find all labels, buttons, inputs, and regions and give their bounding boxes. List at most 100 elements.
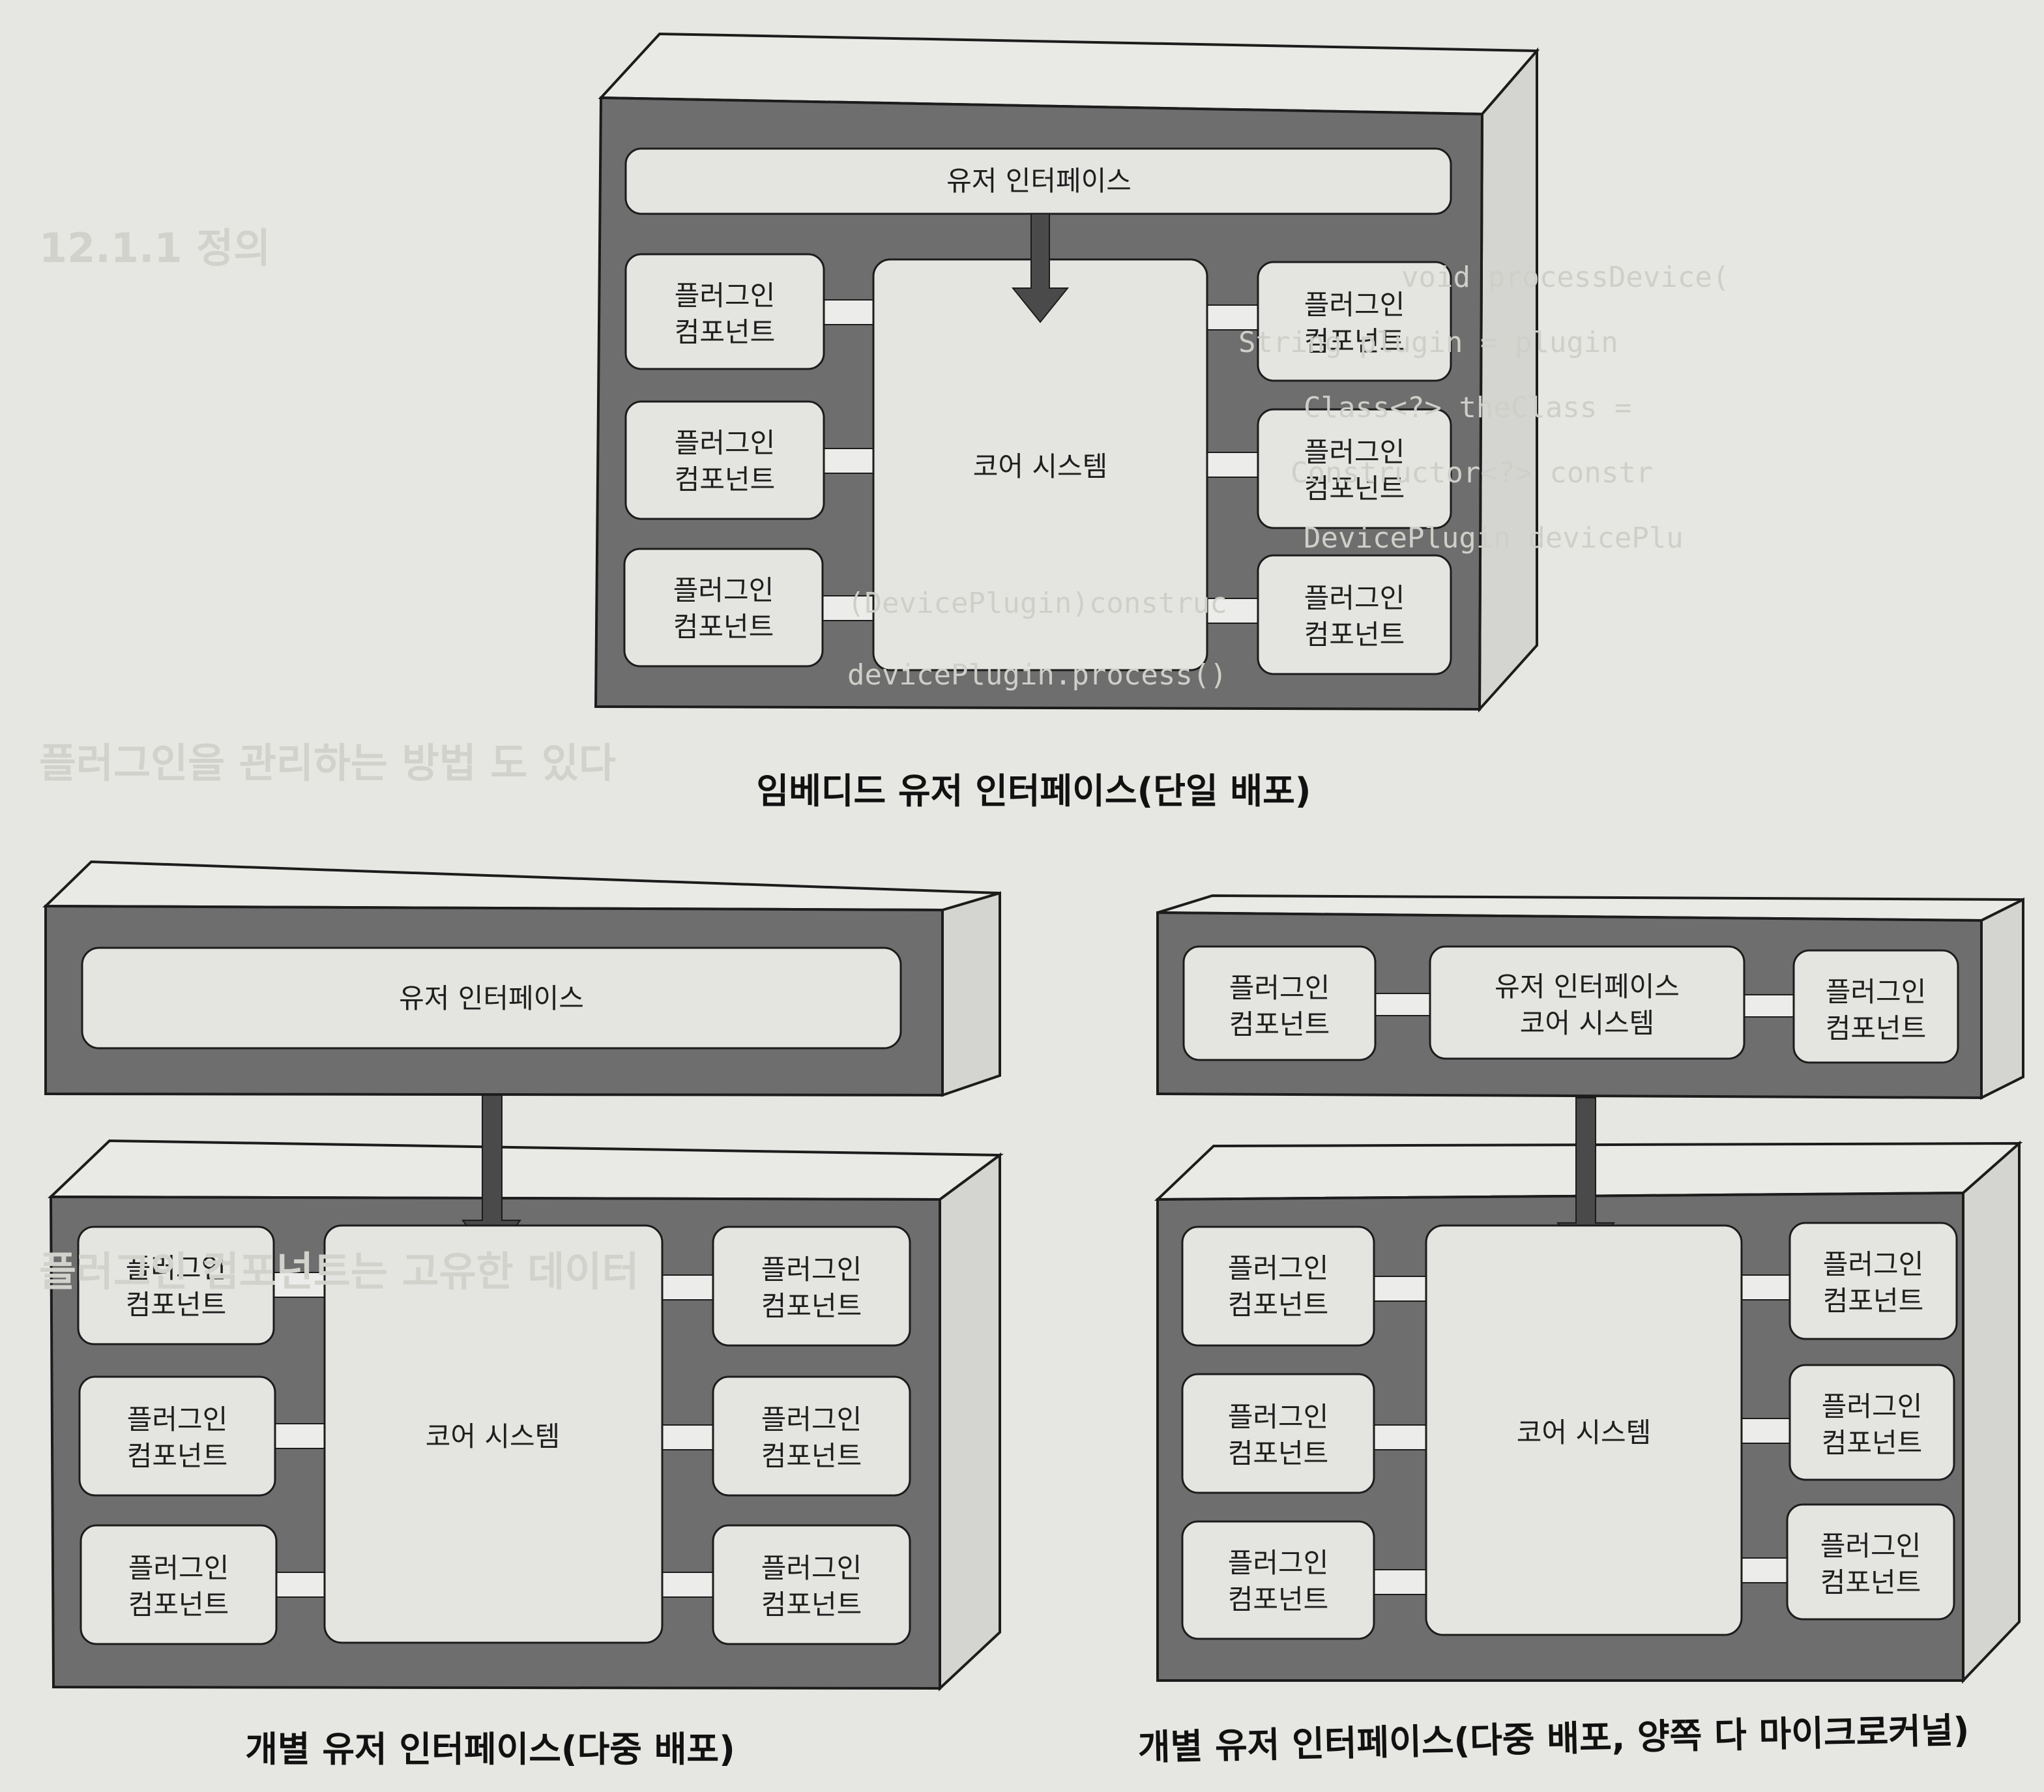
separate-caption: 개별 유저 인터페이스(다중 배포) (245, 1729, 735, 1770)
ui-core-system-box: 유저 인터페이스 코어 시스템 (1429, 945, 1745, 1060)
core-system-label: 코어 시스템 (426, 1420, 561, 1452)
plugin-component: 플러그인 컴포넌트 (80, 1524, 278, 1645)
microkernel-caption: 개별 유저 인터페이스(다중 배포, 양쪽 다 마이크로커널) (1137, 1710, 1970, 1769)
svg-text:플러그인: 플러그인 (1304, 436, 1405, 468)
svg-text:유저 인터페이스: 유저 인터페이스 (1495, 971, 1680, 1003)
connector (660, 1572, 715, 1598)
plugin-component: 플러그인 컴포넌트 (1257, 554, 1452, 675)
svg-text:플러그인: 플러그인 (1228, 1401, 1329, 1433)
svg-text:컴포넌트: 컴포넌트 (1228, 1437, 1329, 1469)
svg-text:컴포넌트: 컴포넌트 (126, 1289, 227, 1321)
connector (272, 1423, 327, 1449)
svg-text:플러그인: 플러그인 (1304, 582, 1405, 614)
svg-text:컴포넌트: 컴포넌트 (673, 611, 774, 643)
plugin-component: 플러그인 컴포넌트 (624, 253, 825, 370)
plugin-component: 플러그인 컴포넌트 (1786, 1503, 1955, 1621)
connector (822, 299, 875, 325)
svg-text:컴포넌트: 컴포넌트 (1304, 325, 1405, 357)
connector (1740, 1274, 1792, 1300)
plugin-component: 플러그인 컴포넌트 (623, 548, 824, 668)
plugin-component: 플러그인 컴포넌트 (1182, 945, 1377, 1061)
connector (1373, 993, 1432, 1016)
plugin-component: 플러그인 컴포넌트 (624, 400, 825, 520)
embedded-caption: 임베디드 유저 인터페이스(단일 배포) (757, 771, 1311, 812)
connector (660, 1424, 715, 1450)
plugin-component: 플러그인 컴포넌트 (77, 1226, 275, 1345)
core-system-box (1425, 1224, 1743, 1636)
svg-text:컴포넌트: 컴포넌트 (1826, 1012, 1927, 1044)
svg-text:플러그인: 플러그인 (127, 1403, 228, 1435)
svg-text:컴포넌트: 컴포넌트 (761, 1589, 862, 1621)
embedded-box-side (1478, 47, 1538, 713)
plugin-component: 플러그인 컴포넌트 (1788, 1364, 1955, 1481)
core-box-side (939, 1153, 1001, 1692)
core-system-label: 코어 시스템 (1517, 1417, 1652, 1448)
ui-to-core-arrow (1011, 213, 1070, 323)
svg-text:컴포넌트: 컴포넌트 (761, 1440, 862, 1472)
core-system-box (323, 1224, 664, 1644)
connector (1740, 1418, 1792, 1444)
svg-text:컴포넌트: 컴포넌트 (1823, 1285, 1924, 1317)
connector (1372, 1424, 1431, 1450)
svg-text:플러그인: 플러그인 (128, 1552, 229, 1584)
embedded-ui-diagram: 유저 인터페이스 코어 시스템 플러그인 컴포넌트 플러그인 컴포넌트 (594, 32, 1540, 812)
user-interface-label: 유저 인터페이스 (946, 165, 1132, 197)
ui-box-side (1980, 897, 2024, 1100)
connector (1372, 1276, 1431, 1302)
svg-text:컴포넌트: 컴포넌트 (1229, 1008, 1330, 1040)
svg-text:플러그인: 플러그인 (1228, 1547, 1329, 1579)
svg-text:플러그인: 플러그인 (675, 427, 776, 459)
svg-text:플러그인: 플러그인 (761, 1552, 862, 1584)
svg-text:컴포넌트: 컴포넌트 (1304, 473, 1405, 505)
plugin-component: 플러그인 컴포넌트 (78, 1375, 276, 1497)
svg-text:컴포넌트: 컴포넌트 (1822, 1427, 1923, 1459)
microkernel-ui-diagram: 플러그인 컴포넌트 유저 인터페이스 코어 시스템 플러그인 컴포넌트 (1137, 894, 2024, 1769)
core-system-label: 코어 시스템 (973, 450, 1108, 482)
connector (1372, 1569, 1431, 1595)
plugin-component: 플러그인 컴포넌트 (1257, 261, 1452, 382)
connector (274, 1572, 329, 1598)
svg-text:플러그인: 플러그인 (1826, 976, 1927, 1008)
ui-box-side (941, 891, 1001, 1097)
svg-text:플러그인: 플러그인 (675, 280, 776, 312)
svg-text:코어 시스템: 코어 시스템 (1520, 1007, 1655, 1039)
plugin-component: 플러그인 컴포넌트 (1181, 1520, 1375, 1640)
connector (272, 1272, 327, 1298)
ui-box-top (42, 860, 1000, 912)
svg-text:플러그인: 플러그인 (1820, 1530, 1921, 1562)
user-interface-label: 유저 인터페이스 (399, 982, 584, 1014)
svg-text:컴포넌트: 컴포넌트 (1304, 619, 1405, 651)
connector (1205, 452, 1260, 478)
svg-text:플러그인: 플러그인 (126, 1252, 227, 1284)
svg-text:플러그인: 플러그인 (761, 1403, 862, 1435)
svg-text:플러그인: 플러그인 (1304, 289, 1405, 321)
svg-text:플러그인: 플러그인 (673, 574, 774, 606)
svg-text:컴포넌트: 컴포넌트 (127, 1440, 228, 1472)
svg-text:컴포넌트: 컴포넌트 (1820, 1566, 1921, 1598)
svg-text:컴포넌트: 컴포넌트 (1228, 1289, 1329, 1321)
svg-text:컴포넌트: 컴포넌트 (128, 1589, 229, 1621)
core-box-side (1962, 1140, 2021, 1684)
plugin-component: 플러그인 컴포넌트 (1257, 408, 1452, 529)
svg-text:플러그인: 플러그인 (1228, 1252, 1329, 1284)
separate-ui-diagram: 유저 인터페이스 코어 시스템 플러그인 컴포넌트 플러 (42, 860, 1004, 1770)
svg-text:플러그인: 플러그인 (761, 1254, 862, 1285)
plugin-component: 플러그인 컴포넌트 (712, 1226, 911, 1347)
plugin-component: 플러그인 컴포넌트 (1792, 949, 1959, 1064)
svg-text:컴포넌트: 컴포넌트 (675, 463, 776, 495)
svg-text:컴포넌트: 컴포넌트 (761, 1290, 862, 1322)
core-box-top (48, 1139, 1004, 1201)
plugin-component: 플러그인 컴포넌트 (712, 1375, 911, 1497)
svg-text:플러그인: 플러그인 (1822, 1390, 1923, 1422)
user-interface-box (81, 947, 902, 1050)
plugin-component: 플러그인 컴포넌트 (1788, 1222, 1958, 1340)
svg-text:컴포넌트: 컴포넌트 (1228, 1583, 1329, 1615)
svg-text:컴포넌트: 컴포넌트 (675, 316, 776, 348)
plugin-component: 플러그인 컴포넌트 (712, 1524, 911, 1645)
connector (660, 1274, 715, 1300)
svg-text:플러그인: 플러그인 (1823, 1248, 1924, 1280)
svg-text:플러그인: 플러그인 (1229, 972, 1330, 1004)
connector (1740, 1557, 1792, 1583)
